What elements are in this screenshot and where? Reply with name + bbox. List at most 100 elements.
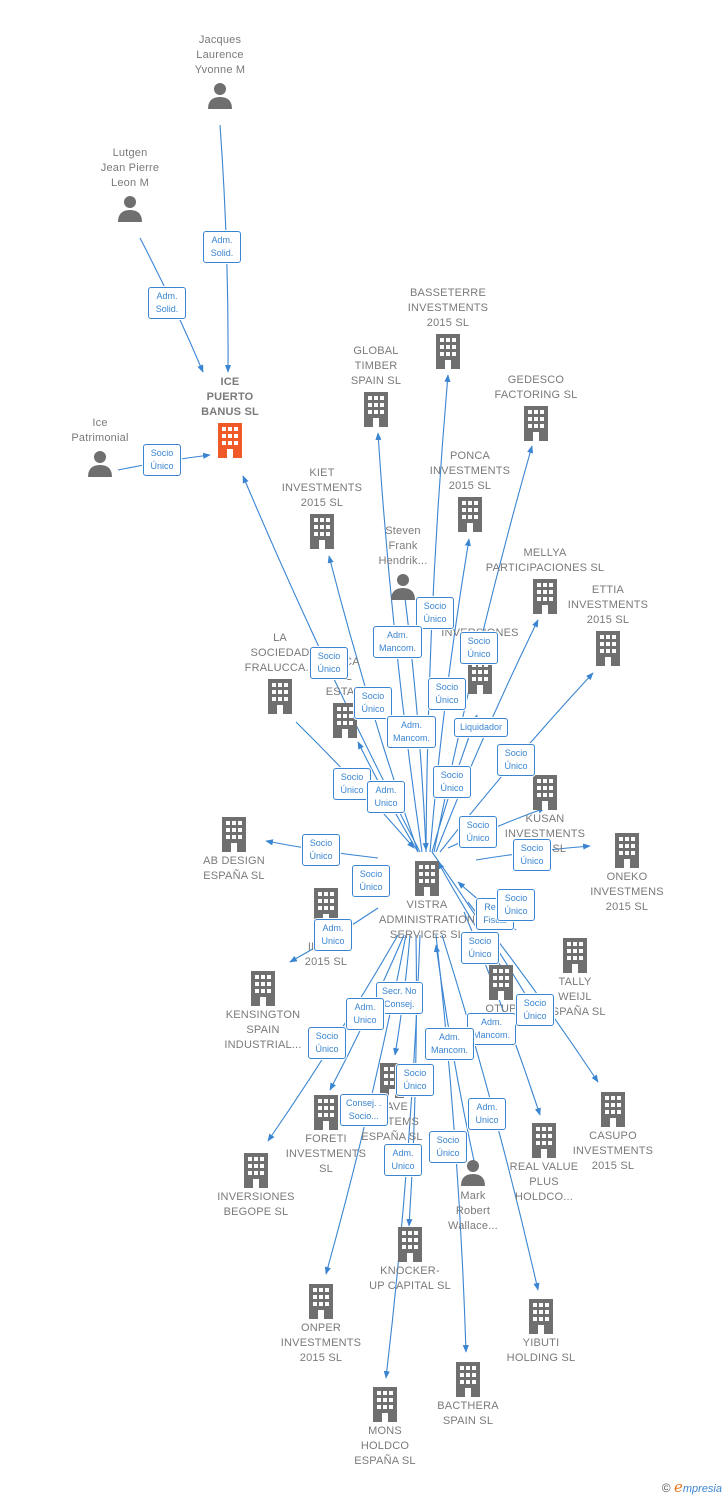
building-icon [222,817,246,852]
copyright-symbol: © [661,1481,671,1495]
node-label: BASSETERRE INVESTMENTS 2015 SL [407,287,489,329]
relation-label[interactable]: Socio Único [143,444,181,476]
building-icon [458,497,482,532]
node-casupo[interactable]: CASUPO INVESTMENTS 2015 SL [553,1089,673,1174]
building-icon [468,659,492,694]
relation-label[interactable]: Adm. Mancom. [387,716,437,748]
node-ice-patrimonial[interactable]: Ice Patrimonial [40,416,160,480]
node-label: Jacques Laurence Yvonne M [194,34,246,76]
person-icon [391,574,415,600]
node-label: ONPER INVESTMENTS 2015 SL [280,1322,362,1364]
node-mons-holdco[interactable]: MONS HOLDCO ESPAÑA SL [325,1384,445,1469]
relation-label[interactable]: Liquidador [454,718,509,737]
node-yibuti[interactable]: YIBUTI HOLDING SL [481,1296,601,1366]
relation-label[interactable]: Socio Único [333,768,371,800]
node-knocker-up[interactable]: KNOCKER- UP CAPITAL SL [350,1224,470,1294]
node-label: MONS HOLDCO ESPAÑA SL [354,1425,416,1467]
node-steven[interactable]: Steven Frank Hendrik... [343,524,463,603]
node-lutgen[interactable]: Lutgen Jean Pierre Leon M [70,146,190,225]
node-label: ONEKO INVESTMENS 2015 SL [590,871,664,913]
building-icon [489,965,513,1000]
relation-label[interactable]: Adm. Unico [346,998,384,1030]
relation-label[interactable]: Adm. Mancom. [425,1028,475,1060]
node-label: KENSINGTON SPAIN INDUSTRIAL... [224,1009,302,1051]
node-basseterre[interactable]: BASSETERRE INVESTMENTS 2015 SL [388,286,508,371]
node-vistra[interactable]: VISTRA ADMINISTRATION SERVICES SL [367,858,487,943]
empresia-footer: © empresia [662,1478,722,1496]
relation-label[interactable]: Adm. Unico [468,1098,506,1130]
relation-label[interactable]: Socio Único [433,766,471,798]
relation-label[interactable]: Socio Único [461,932,499,964]
relation-label[interactable]: Consej. . Socio... [340,1094,388,1126]
node-onper[interactable]: ONPER INVESTMENTS 2015 SL [261,1281,381,1366]
building-icon [533,579,557,614]
node-label: KNOCKER- UP CAPITAL SL [369,1265,451,1292]
node-label: KIET INVESTMENTS 2015 SL [281,467,363,509]
relation-label[interactable]: Adm. Mancom. [467,1013,517,1045]
node-label: CASUPO INVESTMENTS 2015 SL [572,1130,654,1172]
relation-label[interactable]: Socio Único [459,816,497,848]
building-icon [601,1092,625,1127]
node-label: YIBUTI HOLDING SL [506,1337,576,1364]
building-icon [398,1227,422,1262]
node-label: PONCA INVESTMENTS 2015 SL [429,450,511,492]
node-bacthera[interactable]: BACTHERA SPAIN SL [408,1359,528,1429]
node-ice-puerto-banus[interactable]: ICE PUERTO BANUS SL [170,375,290,460]
node-mark-robert[interactable]: Mark Robert Wallace... [413,1155,533,1234]
relation-label[interactable]: Adm. Mancom. [373,626,423,658]
building-icon [456,1362,480,1397]
node-ab-design[interactable]: AB DESIGN ESPAÑA SL [174,814,294,884]
relation-label[interactable]: Socio Único [516,994,554,1026]
node-ponca[interactable]: PONCA INVESTMENTS 2015 SL [410,449,530,534]
building-icon [333,703,357,738]
node-label: MELLYA PARTICIPACIONES SL [485,547,605,574]
relation-label[interactable]: Socio Único [354,687,392,719]
relation-label[interactable]: Socio Único [396,1064,434,1096]
node-la-sociedad[interactable]: LA SOCIEDAD FRALUCCA... [220,631,340,716]
node-inversiones-begope[interactable]: INVERSIONES BEGOPE SL [196,1150,316,1220]
node-gedesco[interactable]: GEDESCO FACTORING SL [476,373,596,443]
node-ettia[interactable]: ETTIA INVESTMENTS 2015 SL [548,583,668,668]
node-kensington[interactable]: KENSINGTON SPAIN INDUSTRIAL... [203,968,323,1053]
building-icon [532,1123,556,1158]
node-tally-weijl[interactable]: TALLY WEIJL ESPAÑA SL [515,935,635,1020]
relation-label[interactable]: Socio Único [428,678,466,710]
node-mellya[interactable]: MELLYA PARTICIPACIONES SL [485,546,605,616]
relation-label[interactable]: Adm. Solid. [203,231,241,263]
node-kiet[interactable]: KIET INVESTMENTS 2015 SL [262,466,382,551]
node-label: GEDESCO FACTORING SL [494,374,578,401]
node-global-timber[interactable]: GLOBAL TIMBER SPAIN SL [316,344,436,429]
building-icon [309,1284,333,1319]
person-icon [461,1160,485,1186]
relation-label[interactable]: Socio Único [429,1131,467,1163]
relation-label[interactable]: Socio Único [352,865,390,897]
building-icon [218,423,242,458]
building-icon [251,971,275,1006]
node-real-value[interactable]: REAL VALUE PLUS HOLDCO... [484,1120,604,1205]
relation-label[interactable]: Socio Único [513,839,551,871]
empresia-logo-e: e [673,1478,683,1496]
relation-label[interactable]: Socio Único [497,889,535,921]
relation-label[interactable]: Adm. Solid. [148,287,186,319]
relation-label[interactable]: Adm. Unico [314,919,352,951]
building-icon [244,1153,268,1188]
building-icon [364,392,388,427]
relation-label[interactable]: Adm. Unico [367,781,405,813]
node-foreti[interactable]: FORETI INVESTMENTS SL [266,1092,386,1177]
relation-label[interactable]: Repr. Fiscal [476,898,514,930]
relation-label[interactable]: Socio Único [497,744,535,776]
node-label: GLOBAL TIMBER SPAIN SL [350,345,402,387]
node-label: AB DESIGN ESPAÑA SL [203,855,265,882]
node-label: Ice Patrimonial [71,417,129,444]
node-label: Steven Frank Hendrik... [378,525,428,567]
relation-label[interactable]: Socio Único [308,1027,346,1059]
relation-label[interactable]: Adm. Unico [384,1144,422,1176]
relation-label[interactable]: Socio Único [310,647,348,679]
relation-label[interactable]: Socio Único [302,834,340,866]
building-icon [563,938,587,973]
node-oneko[interactable]: ONEKO INVESTMENS 2015 SL [567,830,687,915]
relation-label[interactable]: Socio Único [416,597,454,629]
node-jacques[interactable]: Jacques Laurence Yvonne M [160,33,280,112]
relation-label[interactable]: Socio Único [460,632,498,664]
person-icon [88,451,112,477]
